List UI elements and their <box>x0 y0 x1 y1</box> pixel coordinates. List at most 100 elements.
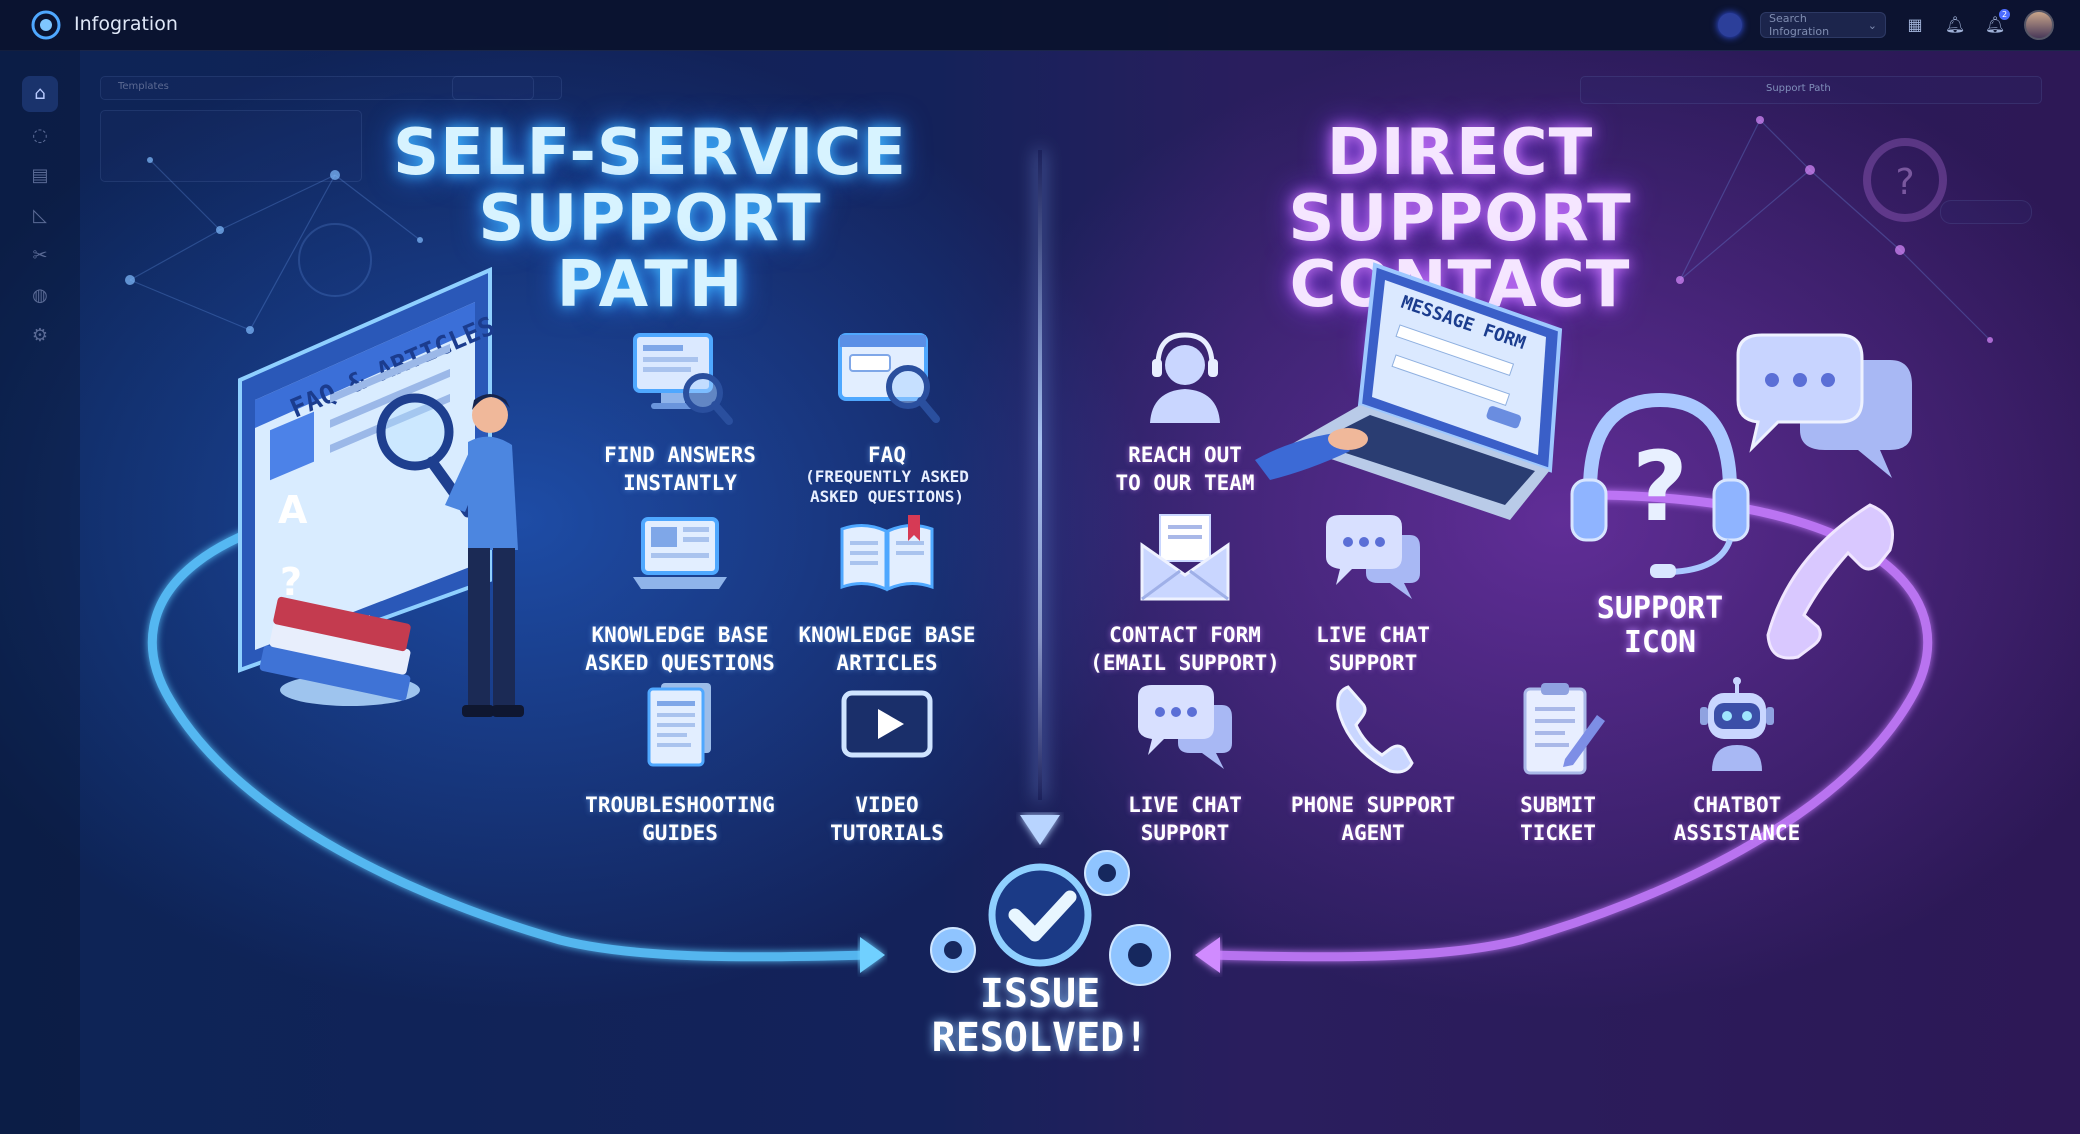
direct-support-heading-line1: DIRECT SUPPORT <box>1288 116 1632 256</box>
find-answers-item[interactable]: FIND ANSWERS INSTANTLY <box>575 325 785 495</box>
faq-item[interactable]: FAQ (FREQUENTLY ASKED ASKED QUESTIONS) <box>782 325 992 507</box>
issue-resolved-line2: RESOLVED! <box>931 1015 1149 1061</box>
app-logo-icon <box>31 10 61 40</box>
message-form-laptop-illustration: MESSAGE FORM <box>1255 262 1563 520</box>
app-title: Infogration <box>74 13 178 35</box>
submit-ticket-line1: SUBMIT <box>1520 793 1596 817</box>
kb-articles-line1: KNOWLEDGE BASE <box>798 623 976 647</box>
search-input[interactable]: Search Infogration ⌄ <box>1760 12 1886 38</box>
laptop-kb-icon <box>633 517 727 589</box>
browser-search-icon <box>838 333 940 423</box>
troubleshooting-item[interactable]: TROUBLESHOOTING GUIDES <box>575 675 785 845</box>
phone-icon <box>1336 685 1414 774</box>
bg-toolbar-right <box>1580 76 2042 104</box>
headset-person-icon <box>1150 332 1220 423</box>
support-icon-line2: ICON <box>1623 625 1697 660</box>
chat-icon[interactable]: ◌ <box>32 125 48 146</box>
status-icon[interactable] <box>1718 13 1742 37</box>
kb-questions-line2: ASKED QUESTIONS <box>585 651 775 675</box>
search-placeholder: Search Infogration <box>1769 12 1830 38</box>
issue-resolved-icon <box>930 850 1171 986</box>
open-book-icon <box>840 515 934 592</box>
faq-sub2: ASKED QUESTIONS) <box>809 487 965 506</box>
monitor-search-icon <box>633 333 733 425</box>
screen-letter-q: ? <box>280 560 302 604</box>
notification-badge: 2 <box>1999 9 2010 20</box>
bg-tab-support-path: Support Path <box>1766 83 1831 94</box>
support-icon-line1: SUPPORT <box>1596 591 1724 626</box>
live-chat-1-line2: SUPPORT <box>1328 651 1418 675</box>
chart-icon[interactable]: ◺ <box>33 205 47 226</box>
self-service-heading: SELF-SERVICE SUPPORT PATH <box>380 120 920 318</box>
chat-bubbles-icon <box>1138 685 1232 769</box>
envelope-icon <box>1140 514 1230 601</box>
chatbot-item[interactable]: CHATBOT ASSISTANCE <box>1632 675 1842 845</box>
contact-form-line2: (EMAIL SUPPORT) <box>1090 651 1280 675</box>
topbar-actions: Search Infogration ⌄ ▦ 🔔︎ 🔔︎2 <box>1718 9 2054 40</box>
faq-monitor-illustration: FAQ & ARTICLES A ? <box>238 266 524 717</box>
screen-letter-a: A <box>278 488 308 532</box>
left-flow-path <box>147 490 871 962</box>
bg-tab-templates: Templates <box>118 81 169 92</box>
troubleshooting-line1: TROUBLESHOOTING <box>585 793 775 817</box>
svg-text:?: ? <box>1895 162 1914 203</box>
network-icon[interactable]: ✂ <box>32 245 48 266</box>
help-icon[interactable]: ◍ <box>32 285 48 306</box>
kb-articles-line2: ARTICLES <box>836 651 938 675</box>
video-item[interactable]: VIDEO TUTORIALS <box>782 675 992 845</box>
chatbot-line1: CHATBOT <box>1692 793 1782 817</box>
video-line2: TUTORIALS <box>830 821 944 845</box>
reach-out-item[interactable]: REACH OUT TO OUR TEAM <box>1080 325 1290 495</box>
document-icon <box>647 683 711 767</box>
contact-form-line1: CONTACT FORM <box>1109 623 1261 647</box>
bg-panel-right <box>1940 200 2032 224</box>
support-headset-icon: ? <box>1570 392 1750 578</box>
video-line1: VIDEO <box>855 793 919 817</box>
chevron-down-icon: ⌄ <box>1867 18 1877 32</box>
sidebar: ⌂ ◌ ▤ ◺ ✂ ◍ ⚙ <box>0 50 80 1134</box>
document-icon[interactable]: ▤ <box>31 165 49 186</box>
chat-bubbles-large-icon <box>1736 333 1912 478</box>
submit-ticket-item[interactable]: SUBMIT TICKET <box>1453 675 1663 845</box>
avatar[interactable] <box>2024 10 2054 40</box>
kb-articles-item[interactable]: KNOWLEDGE BASE ARTICLES <box>782 505 992 675</box>
issue-resolved-line1: ISSUE <box>979 971 1101 1017</box>
phone-agent-item[interactable]: PHONE SUPPORT AGENT <box>1268 675 1478 845</box>
phone-agent-line1: PHONE SUPPORT <box>1290 793 1456 817</box>
kb-questions-line1: KNOWLEDGE BASE <box>591 623 769 647</box>
kb-questions-item[interactable]: KNOWLEDGE BASE ASKED QUESTIONS <box>575 505 785 675</box>
bg-panel-left <box>100 110 362 182</box>
live-chat-1-line1: LIVE CHAT <box>1316 623 1430 647</box>
top-bar: Infogration Search Infogration ⌄ ▦ 🔔︎ 🔔︎… <box>0 0 2080 51</box>
live-chat-2-item[interactable]: LIVE CHAT SUPPORT <box>1080 675 1290 845</box>
support-icon-label: SUPPORT ICON <box>1560 592 1760 660</box>
troubleshooting-line2: GUIDES <box>642 821 718 845</box>
phone-agent-line2: AGENT <box>1341 821 1405 845</box>
clipboard-icon <box>1523 683 1605 775</box>
svg-text:?: ? <box>1632 431 1688 543</box>
right-arrow-head <box>1195 937 1220 973</box>
settings-icon[interactable]: ⚙ <box>31 325 49 346</box>
live-chat-2-line2: SUPPORT <box>1140 821 1230 845</box>
path-divider <box>1038 150 1042 800</box>
play-icon <box>841 690 933 758</box>
left-arrow-head <box>860 937 885 973</box>
live-chat-1-item[interactable]: LIVE CHAT SUPPORT <box>1268 505 1478 675</box>
contact-form-item[interactable]: CONTACT FORM (EMAIL SUPPORT) <box>1080 505 1290 675</box>
down-arrow-head <box>1020 815 1060 845</box>
reach-out-line2: TO OUR TEAM <box>1115 471 1255 495</box>
issue-resolved-label: ISSUE RESOLVED! <box>900 972 1180 1060</box>
bg-chip <box>452 76 534 100</box>
calendar-icon[interactable]: ▦ <box>1907 15 1923 34</box>
chatbot-line2: ASSISTANCE <box>1673 821 1801 845</box>
live-chat-2-line1: LIVE CHAT <box>1128 793 1242 817</box>
robot-icon <box>1700 677 1774 771</box>
faq-line1: FAQ <box>868 443 906 467</box>
alert-bell-icon[interactable]: 🔔︎2 <box>1984 9 2010 36</box>
home-icon[interactable]: ⌂ <box>22 76 58 112</box>
self-service-heading-line2: SUPPORT PATH <box>478 182 822 322</box>
phone-large-icon <box>1766 503 1894 660</box>
bell-icon[interactable]: 🔔︎ <box>1944 15 1966 34</box>
bg-toolbar-left <box>100 76 562 100</box>
